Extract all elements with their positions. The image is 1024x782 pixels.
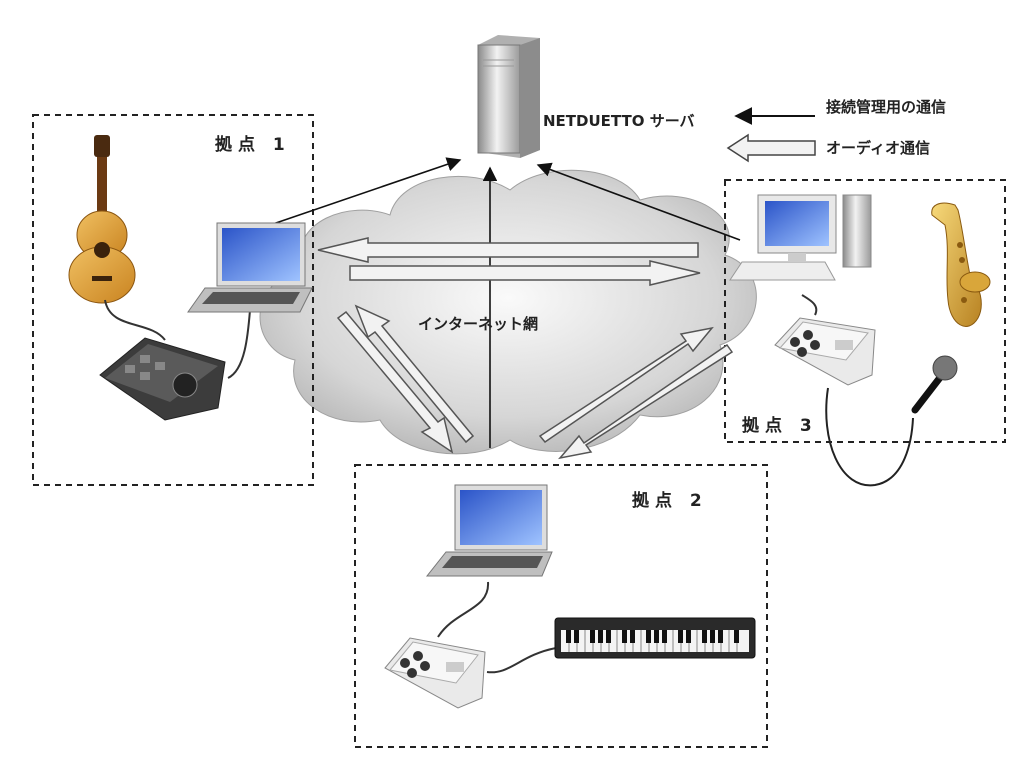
site-1-box bbox=[32, 114, 314, 486]
internet-label: インターネット網 bbox=[418, 315, 539, 333]
audio-arrow-to-site3 bbox=[349, 260, 701, 286]
guitar-cable bbox=[104, 299, 166, 341]
site-2-box bbox=[354, 464, 768, 748]
microphone-cable bbox=[825, 387, 914, 487]
server-icon bbox=[477, 35, 540, 158]
keyboard-icon bbox=[554, 617, 756, 659]
site-3-label: 拠点 3 bbox=[742, 416, 818, 436]
legend-connection-label: 接続管理用の通信 bbox=[826, 98, 947, 116]
site-1-label: 拠点 1 bbox=[215, 135, 291, 155]
saxophone-icon bbox=[931, 202, 991, 327]
microphone-icon bbox=[911, 355, 958, 414]
site2-cable-laptop bbox=[437, 581, 490, 638]
audio-arrow-site1-to-site2 bbox=[336, 310, 454, 454]
laptop-icon-site2 bbox=[425, 484, 553, 577]
legend-audio-arrow-icon bbox=[726, 133, 816, 163]
legend-audio-label: オーディオ通信 bbox=[826, 139, 930, 157]
audio-interface-site3-icon bbox=[774, 317, 876, 386]
audio-interface-dark-icon bbox=[99, 337, 226, 421]
desktop-pc-icon-site3 bbox=[729, 194, 872, 281]
connection-arrow-site1 bbox=[269, 157, 462, 226]
site-3-box bbox=[724, 179, 1006, 443]
audio-arrow-to-site1 bbox=[317, 237, 699, 263]
audio-arrow-site3-to-site2 bbox=[558, 343, 734, 460]
site1-cable bbox=[227, 309, 251, 379]
audio-arrows bbox=[317, 237, 734, 460]
site3-cable bbox=[801, 294, 818, 316]
audio-arrow-site2-to-site1 bbox=[354, 304, 475, 444]
audio-interface-site2-icon bbox=[384, 637, 486, 709]
site2-cable-keyboard bbox=[486, 647, 557, 674]
connection-arrow-site3 bbox=[536, 162, 741, 241]
audio-arrow-site2-to-site3 bbox=[538, 326, 714, 444]
connection-arrows bbox=[269, 157, 741, 448]
server-label: NETDUETTO サーバ bbox=[543, 112, 695, 130]
laptop-icon-site1 bbox=[187, 222, 313, 313]
guitar-icon bbox=[68, 135, 136, 304]
site-2-label: 拠点 2 bbox=[632, 491, 708, 511]
